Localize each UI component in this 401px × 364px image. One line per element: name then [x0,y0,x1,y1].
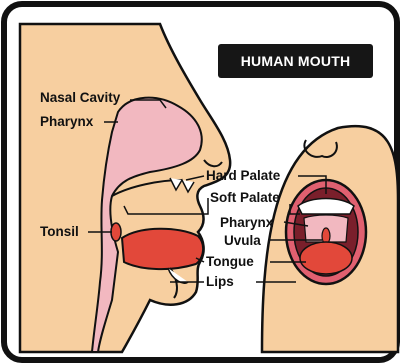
title-box: HUMAN MOUTH [218,44,373,78]
label-tongue: Tongue [206,254,254,270]
tongue-side [122,229,203,269]
front-upper-teeth [298,199,354,215]
label-lips: Lips [206,274,234,290]
front-tongue [300,242,352,274]
tonsil-shape [111,223,121,241]
label-soft-palate: Soft Palate [210,190,280,206]
label-tonsil: Tonsil [40,224,79,240]
label-pharynx-right: Pharynx [220,215,273,231]
label-pharynx-left: Pharynx [40,114,93,130]
label-hard-palate: Hard Palate [206,168,280,184]
label-uvula: Uvula [224,233,261,249]
label-nasal-cavity: Nasal Cavity [40,90,120,106]
diagram-title: HUMAN MOUTH [218,44,373,78]
